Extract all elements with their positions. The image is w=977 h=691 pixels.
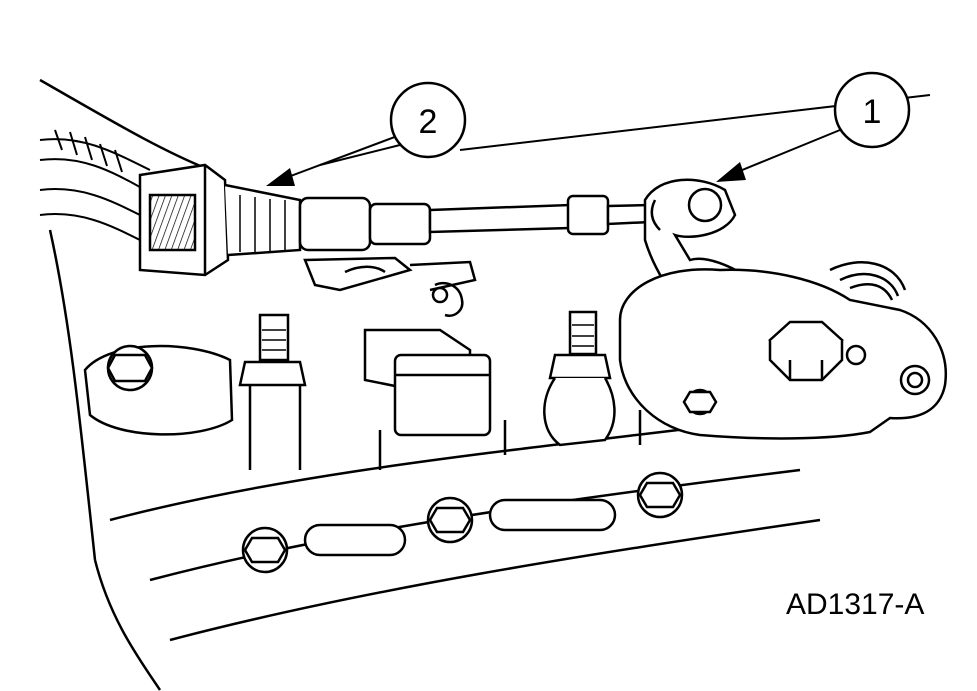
cable-bracket [303,256,477,292]
mounting-bracket [83,344,234,436]
pan-bolt [426,496,474,544]
pan-bolt [636,471,684,519]
figure-id-label: AD1317-A [786,588,925,621]
leader-line-2 [279,134,401,181]
stud-left [238,313,307,470]
lever-nut [768,320,867,382]
leader-lines [279,94,931,181]
cable-connector [138,163,302,277]
stud-right [543,310,616,447]
callout-1: 1 [833,71,911,149]
callout-2-label: 2 [419,103,438,141]
shift-cable [298,194,652,252]
callout-1-label: 1 [863,93,882,131]
pan-bolts [241,471,684,574]
electrical-connector [363,281,492,437]
pan-bolt [241,526,289,574]
wiring-harness [39,129,151,241]
arrow-2 [266,168,295,186]
callout-2: 2 [389,81,467,159]
arrowheads [266,162,746,186]
arrow-1 [716,162,746,182]
leader-line-1 [729,129,841,176]
